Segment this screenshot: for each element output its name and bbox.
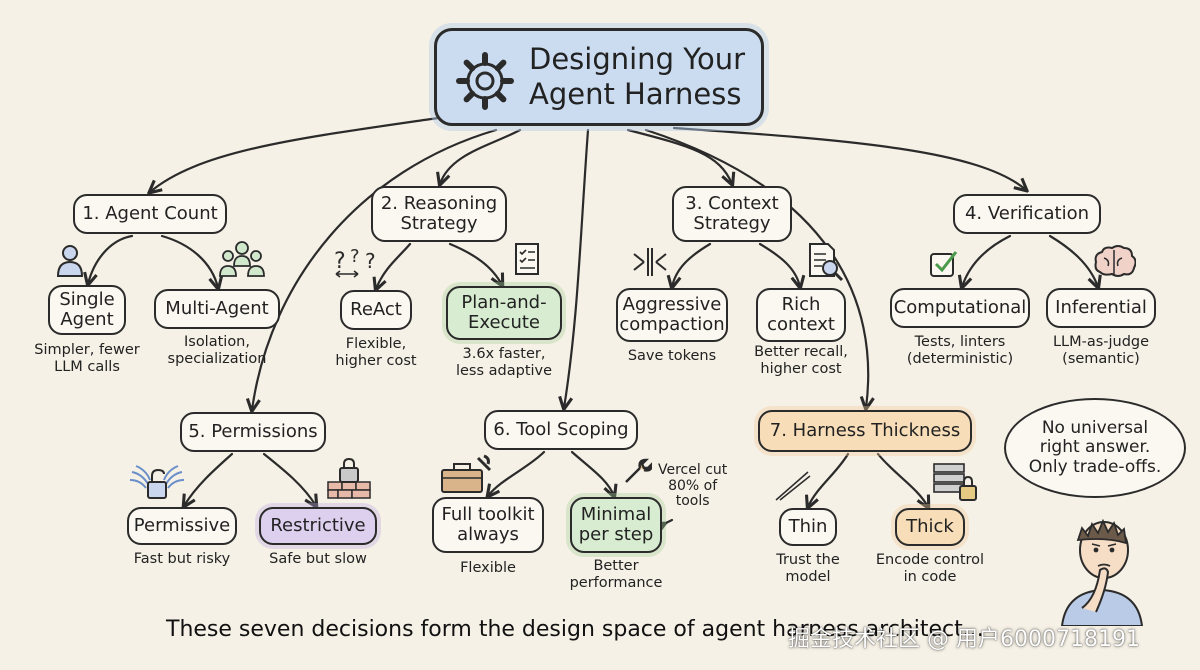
title-box: Designing Your Agent Harness: [434, 28, 764, 126]
svg-text:?: ?: [334, 249, 346, 274]
edge-vercel-note: [662, 518, 674, 525]
edge-title-agent-count: [150, 116, 440, 192]
option-thin: Thin: [779, 508, 837, 546]
decision-tool-scoping: 6. Tool Scoping: [484, 410, 638, 450]
thin-lines-icon: [775, 471, 811, 501]
option-multi-agent: Multi-Agent: [154, 289, 280, 329]
caption-plan-and-execute: 3.6x faster, less adaptive: [455, 346, 553, 380]
user-icon: [56, 245, 84, 277]
option-plan-and-execute: Plan-and- Execute: [446, 286, 562, 340]
option-full-toolkit-always: Full toolkit always: [432, 497, 544, 553]
server-lock-icon: [933, 463, 977, 501]
footer-text: These seven decisions form the design sp…: [166, 617, 984, 642]
option-single-agent: Single Agent: [48, 285, 126, 335]
caption-single-agent: Simpler, fewer LLM calls: [34, 342, 140, 376]
toolbox-icon: [441, 454, 492, 493]
caption-react: Flexible, higher cost: [335, 336, 417, 370]
speech-bubble: No universal right answer. Only trade-of…: [1004, 398, 1186, 498]
decision-context-strategy: 3. Context Strategy: [672, 186, 792, 242]
caption-full-toolkit-always: Flexible: [460, 560, 516, 576]
option-rich-context: Rich context: [756, 288, 846, 342]
edge-verification-inferential: [1048, 234, 1098, 287]
compress-arrows-icon: [633, 248, 667, 276]
caption-inferential: LLM-as-judge (semantic): [1052, 334, 1150, 368]
option-aggressive-compaction: Aggressive compaction: [616, 288, 728, 342]
caption-rich-context: Better recall, higher cost: [754, 344, 848, 378]
thinking-person-icon: [1060, 518, 1144, 626]
option-inferential: Inferential: [1046, 288, 1156, 328]
edge-title-verification: [672, 126, 1026, 190]
brain-icon: [1094, 245, 1136, 277]
edge-agent-count-multi: [160, 234, 218, 288]
question-marks-icon: ? ? ?: [334, 246, 376, 278]
document-search-icon: [809, 243, 844, 282]
option-minimal-per-step: Minimal per step: [570, 497, 662, 553]
edge-reasoning-plan: [448, 242, 502, 285]
caption-permissive: Fast but risky: [133, 551, 231, 567]
decision-permissions: 5. Permissions: [180, 412, 326, 452]
edge-agent-count-single: [88, 234, 134, 284]
wrench-icon: [625, 458, 652, 483]
edge-harness-thick: [876, 452, 928, 507]
edge-title-tool-scoping: [564, 128, 590, 408]
lock-wall-icon: [327, 458, 371, 499]
edge-reasoning-react: [376, 242, 412, 289]
edge-tool-minimal: [570, 450, 614, 496]
checklist-scroll-icon: [515, 243, 539, 275]
option-react: ReAct: [340, 290, 412, 330]
decision-agent-count: 1. Agent Count: [73, 194, 227, 234]
svg-text:?: ?: [365, 249, 376, 273]
gear-icon: [456, 52, 514, 110]
watermark: 掘金技术社区 @ 用户6000718191: [788, 627, 1140, 652]
option-thick: Thick: [895, 508, 965, 546]
decision-verification: 4. Verification: [953, 194, 1101, 234]
edge-harness-thin: [808, 452, 850, 507]
edge-tool-full: [488, 450, 546, 496]
caption-thick: Encode control in code: [875, 552, 985, 586]
unlocked-wings-icon: [129, 465, 185, 499]
edge-title-context: [626, 128, 732, 184]
edge-context-aggressive: [672, 242, 712, 287]
edge-verification-computational: [962, 234, 1012, 287]
edge-title-permissions: [252, 128, 498, 410]
decision-harness-thickness: 7. Harness Thickness: [758, 410, 972, 452]
caption-minimal-per-step: Better performance: [569, 558, 663, 592]
option-permissive: Permissive: [127, 507, 237, 545]
caption-computational: Tests, linters (deterministic): [906, 334, 1014, 368]
checkbox-icon: [930, 251, 958, 277]
edge-context-rich: [758, 242, 800, 287]
svg-text:?: ?: [350, 246, 360, 267]
diagram-title: Designing Your Agent Harness: [529, 42, 746, 111]
users-icon: [219, 241, 265, 277]
vercel-note: Vercel cut 80% of tools: [658, 462, 728, 510]
option-restrictive: Restrictive: [259, 507, 377, 545]
edge-permissions-permissive: [184, 452, 234, 506]
edge-permissions-restrictive: [262, 452, 316, 506]
option-computational: Computational: [890, 288, 1030, 328]
decision-reasoning-strategy: 2. Reasoning Strategy: [371, 186, 507, 242]
caption-multi-agent: Isolation, specialization: [167, 334, 267, 368]
caption-aggressive-compaction: Save tokens: [627, 348, 717, 364]
caption-thin: Trust the model: [776, 552, 840, 586]
edge-title-reasoning: [440, 128, 522, 184]
caption-restrictive: Safe but slow: [269, 551, 367, 567]
